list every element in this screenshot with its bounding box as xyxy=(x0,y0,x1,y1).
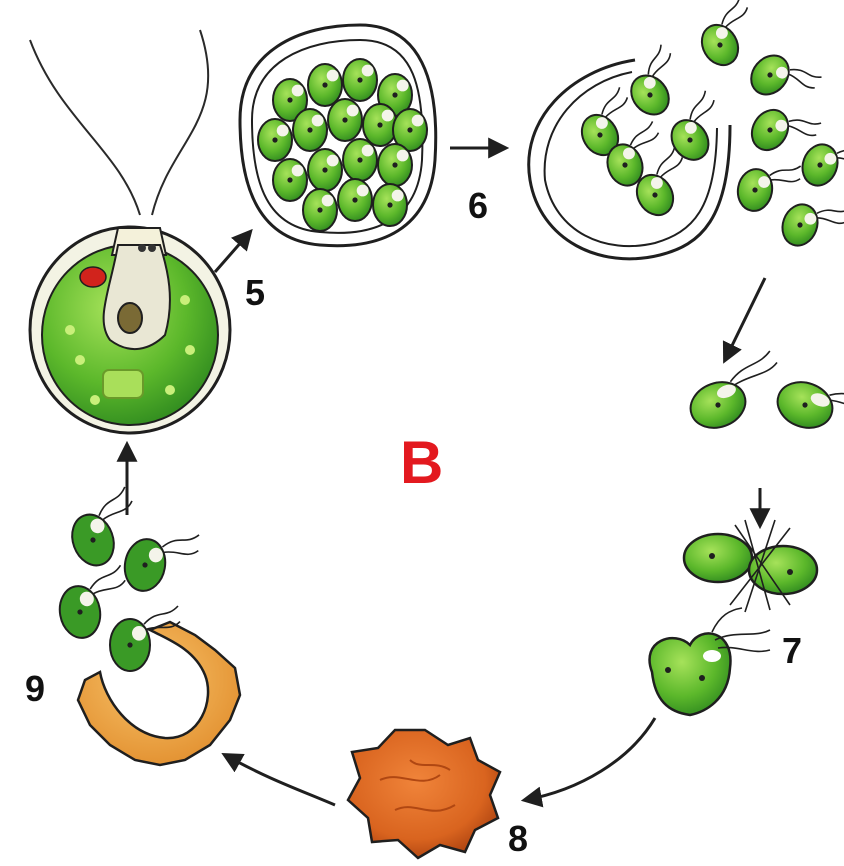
released-zoospore xyxy=(797,130,844,200)
starch-granule xyxy=(75,355,85,365)
released-zoospore xyxy=(617,44,696,122)
contractile-vacuole xyxy=(138,244,146,252)
released-zoospore xyxy=(690,0,768,72)
zoospore xyxy=(363,104,397,146)
gamete-left xyxy=(680,350,791,435)
adult-chlamydomonas-cell xyxy=(30,30,230,433)
zoospore xyxy=(343,139,377,181)
arrow-resting-to-germination xyxy=(225,755,335,805)
center-letter: B xyxy=(400,428,443,497)
gametes xyxy=(680,350,844,450)
zoospore xyxy=(328,99,362,141)
starch-granule xyxy=(185,345,195,355)
pyrenoid xyxy=(103,370,143,398)
zoospore xyxy=(343,59,377,101)
released-zoospores xyxy=(570,0,844,259)
stage-label-9: 9 xyxy=(25,668,45,710)
resting-zygote-stage-8 xyxy=(348,730,500,858)
stage-label-5: 5 xyxy=(245,272,265,314)
eyespot xyxy=(80,267,106,287)
gamete-right xyxy=(771,364,844,449)
arrow-release-to-gametes xyxy=(725,278,765,360)
zoospore xyxy=(338,179,372,221)
zoospore xyxy=(293,109,327,151)
fusing-gamete-left xyxy=(684,534,752,582)
zoospore xyxy=(308,149,342,191)
gamete-fusion-stage-7 xyxy=(650,350,844,715)
early-zygote xyxy=(650,633,731,715)
contractile-vacuole xyxy=(148,244,156,252)
zoospore xyxy=(303,189,337,231)
released-zoospore xyxy=(743,40,822,118)
zoospore xyxy=(273,159,307,201)
flagellum-left xyxy=(30,40,140,215)
zoospore xyxy=(308,64,342,106)
arrow-adult-to-sporangium xyxy=(215,232,250,272)
germinating-zoospore xyxy=(121,523,201,599)
stage-label-6: 6 xyxy=(468,185,488,227)
released-zoospore xyxy=(777,190,844,260)
starch-granule xyxy=(165,385,175,395)
sporangium-stage-5 xyxy=(240,25,436,246)
ruptured-zygospore-wall xyxy=(78,622,240,765)
starch-granule xyxy=(65,325,75,335)
nucleus xyxy=(118,303,142,333)
germination-stage-9 xyxy=(54,486,240,765)
stage-label-8: 8 xyxy=(508,818,528,860)
flagellum-right xyxy=(152,30,208,215)
zoospore xyxy=(258,119,292,161)
zoospore-release-stage-6 xyxy=(529,0,844,259)
starch-granule xyxy=(180,295,190,305)
zygospore xyxy=(348,730,500,858)
arrow-zygote-to-resting xyxy=(525,718,655,800)
starch-granule xyxy=(90,395,100,405)
zoospore xyxy=(373,184,407,226)
stage-label-7: 7 xyxy=(782,630,802,672)
zoospore xyxy=(378,144,412,186)
